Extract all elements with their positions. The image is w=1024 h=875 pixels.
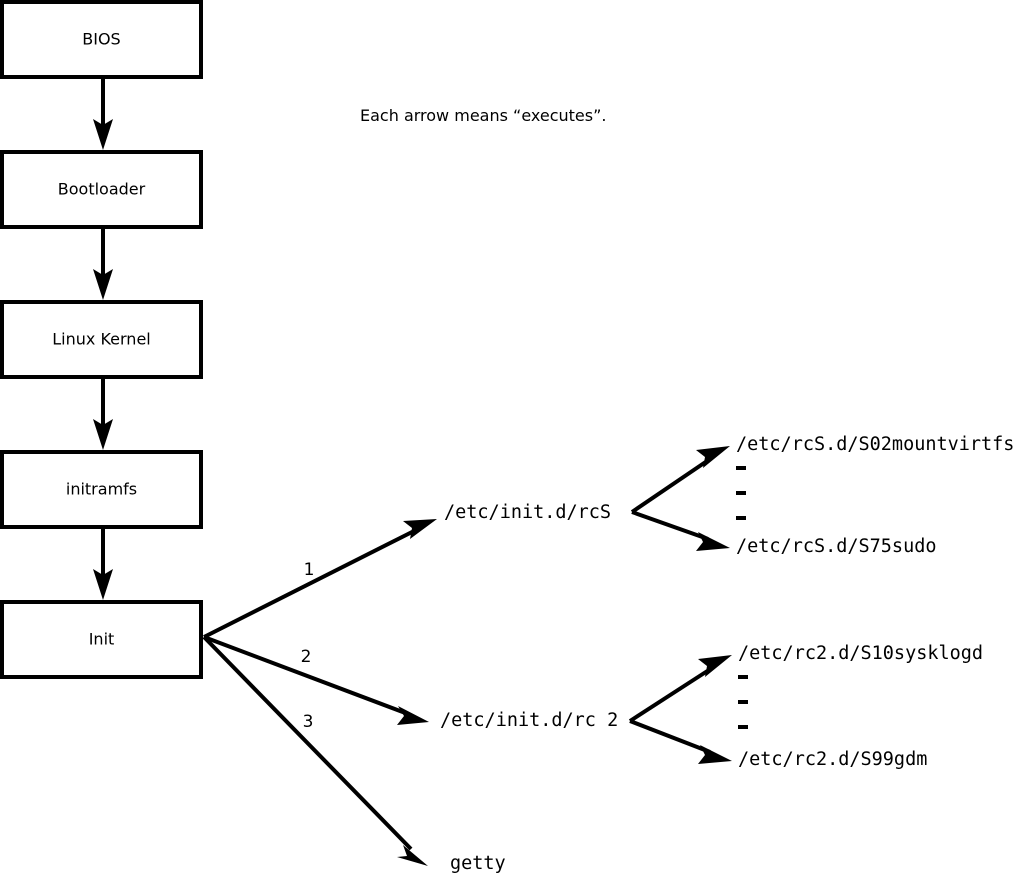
box-initramfs-label: initramfs (66, 480, 137, 499)
box-init-label: Init (89, 630, 115, 649)
arrow-bios-to-bootloader (93, 77, 113, 150)
arrowhead-icon (93, 269, 113, 300)
box-initramfs-rect (0, 450, 203, 529)
arrowhead-icon (397, 845, 428, 866)
branch-number-2: 2 (301, 647, 312, 667)
box-bootloader-label: Bootloader (58, 180, 146, 199)
box-init[interactable]: Init (0, 600, 203, 679)
arrow-rcs-to-last-script (631, 510, 730, 551)
box-bios-rect (0, 0, 203, 79)
arrow-initramfs-to-init (93, 527, 113, 600)
node-label-rcs-first[interactable]: /etc/rcS.d/S02mountvirtfs (736, 434, 1014, 455)
arrowhead-icon (397, 706, 429, 725)
arrow-kernel-to-initramfs (93, 377, 113, 450)
box-linux-kernel[interactable]: Linux Kernel (0, 300, 203, 379)
box-bios-label: BIOS (82, 30, 120, 49)
arrow-rc2-to-last-script (629, 719, 732, 764)
arrowhead-icon (93, 419, 113, 450)
arrowhead-icon (93, 569, 113, 600)
ellipsis-dashes-rc2 (738, 675, 748, 729)
arrowhead-icon (698, 655, 732, 677)
arrowhead-icon (696, 446, 730, 468)
arrowhead-icon (403, 519, 437, 539)
legend-note: Each arrow means “executes”. (360, 106, 606, 125)
box-initramfs[interactable]: initramfs (0, 450, 203, 529)
node-label-rcs-parent[interactable]: /etc/init.d/rcS (444, 502, 611, 523)
node-label-rc2-first[interactable]: /etc/rc2.d/S10sysklogd (738, 643, 983, 664)
node-label-getty[interactable]: getty (450, 853, 506, 874)
arrow-init-branch-1 (203, 519, 437, 639)
arrow-bootloader-to-kernel (93, 227, 113, 300)
arrowhead-icon (696, 532, 730, 551)
box-bootloader[interactable]: Bootloader (0, 150, 203, 229)
arrowhead-icon (698, 745, 732, 764)
arrow-init-branch-2 (203, 635, 429, 725)
box-bios[interactable]: BIOS (0, 0, 203, 79)
node-label-rcs-last[interactable]: /etc/rcS.d/S75sudo (736, 536, 936, 557)
arrow-rc2-to-first-script (628, 655, 732, 723)
box-init-rect (0, 600, 203, 679)
arrowhead-icon (93, 119, 113, 150)
arrow-init-branch-3 (202, 635, 428, 866)
branch-number-1: 1 (304, 560, 315, 580)
node-label-rc2-parent[interactable]: /etc/init.d/rc 2 (440, 710, 618, 731)
branch-number-3: 3 (303, 712, 314, 732)
arrow-rcs-to-first-script (630, 446, 730, 514)
ellipsis-dashes-rcs (736, 466, 746, 520)
node-label-rc2-last[interactable]: /etc/rc2.d/S99gdm (738, 749, 927, 770)
box-linux-kernel-label: Linux Kernel (52, 330, 150, 349)
